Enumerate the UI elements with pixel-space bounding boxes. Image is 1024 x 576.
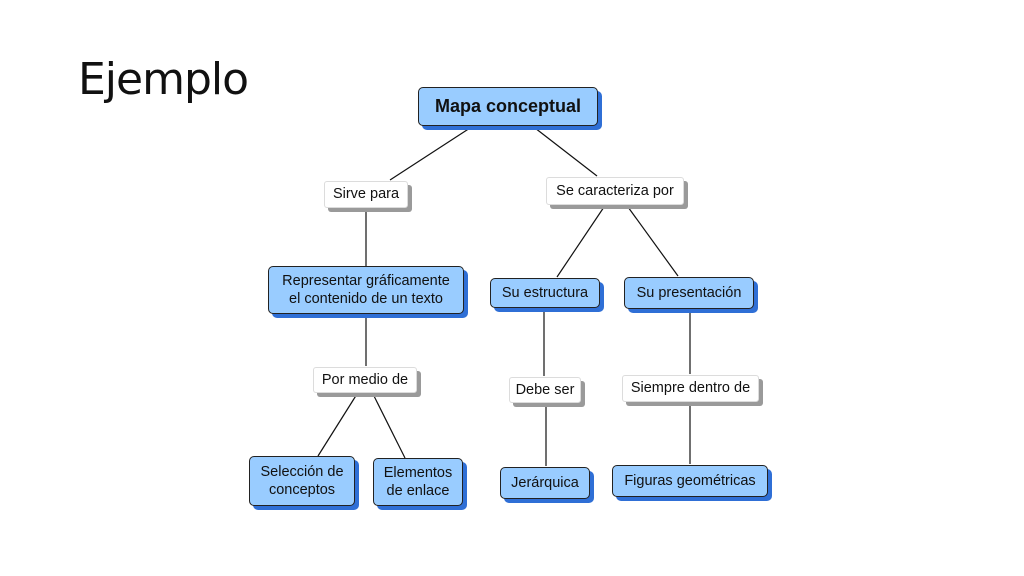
link-siempre-dentro-de: Siempre dentro de (622, 375, 759, 402)
concept-representar-line-1: Representar gráficamente (282, 272, 450, 289)
link-se-caracteriza-por-label: Se caracteriza por (556, 182, 674, 199)
slide-title: Ejemplo (78, 54, 249, 105)
concept-root-label: Mapa conceptual (434, 96, 582, 117)
link-por-medio-de: Por medio de (313, 367, 417, 393)
concept-seleccion-line-2: conceptos (268, 482, 336, 498)
concept-elementos-line-1: Elementos (383, 464, 453, 481)
concept-seleccion: Selección de conceptos (249, 456, 355, 506)
concept-su-presentacion: Su presentación (624, 277, 754, 309)
concept-su-presentacion-label: Su presentación (636, 284, 742, 301)
link-debe-ser-label: Debe ser (515, 381, 575, 398)
concept-representar-line-2: el contenido de un texto (289, 291, 443, 307)
link-sirve-para: Sirve para (324, 181, 408, 208)
connector-caracteriza-to-estructura (556, 206, 605, 278)
concept-jerarquica-label: Jerárquica (511, 474, 579, 491)
concept-jerarquica: Jerárquica (500, 467, 590, 499)
connector-caracteriza-to-presentacion (627, 206, 679, 277)
concept-elementos-line-2: de enlace (386, 483, 450, 499)
concept-su-estructura: Su estructura (490, 278, 600, 308)
concept-representar: Representar gráficamente el contenido de… (268, 266, 464, 314)
concept-seleccion-line-1: Selección de (260, 463, 344, 480)
concept-seleccion-label: Selección de conceptos (260, 463, 343, 499)
link-siempre-dentro-de-label: Siempre dentro de (630, 380, 751, 397)
link-por-medio-de-label: Por medio de (321, 371, 409, 388)
link-se-caracteriza-por: Se caracteriza por (546, 177, 684, 205)
connector-root-to-sirve (389, 127, 471, 181)
concept-elementos: Elementos de enlace (373, 458, 463, 506)
concept-figuras-geometricas-label: Figuras geométricas (624, 472, 756, 489)
concept-root: Mapa conceptual (418, 87, 598, 126)
concept-representar-label: Representar gráficamente el contenido de… (282, 272, 450, 308)
connector-medio-to-seleccion (317, 393, 358, 457)
link-sirve-para-label: Sirve para (332, 186, 400, 203)
concept-su-estructura-label: Su estructura (501, 284, 589, 301)
concept-elementos-label: Elementos de enlace (384, 464, 453, 500)
concept-figuras-geometricas: Figuras geométricas (612, 465, 768, 497)
link-debe-ser: Debe ser (509, 377, 581, 403)
connector-root-to-caracteriza (534, 127, 598, 177)
connector-medio-to-elementos (372, 393, 406, 459)
